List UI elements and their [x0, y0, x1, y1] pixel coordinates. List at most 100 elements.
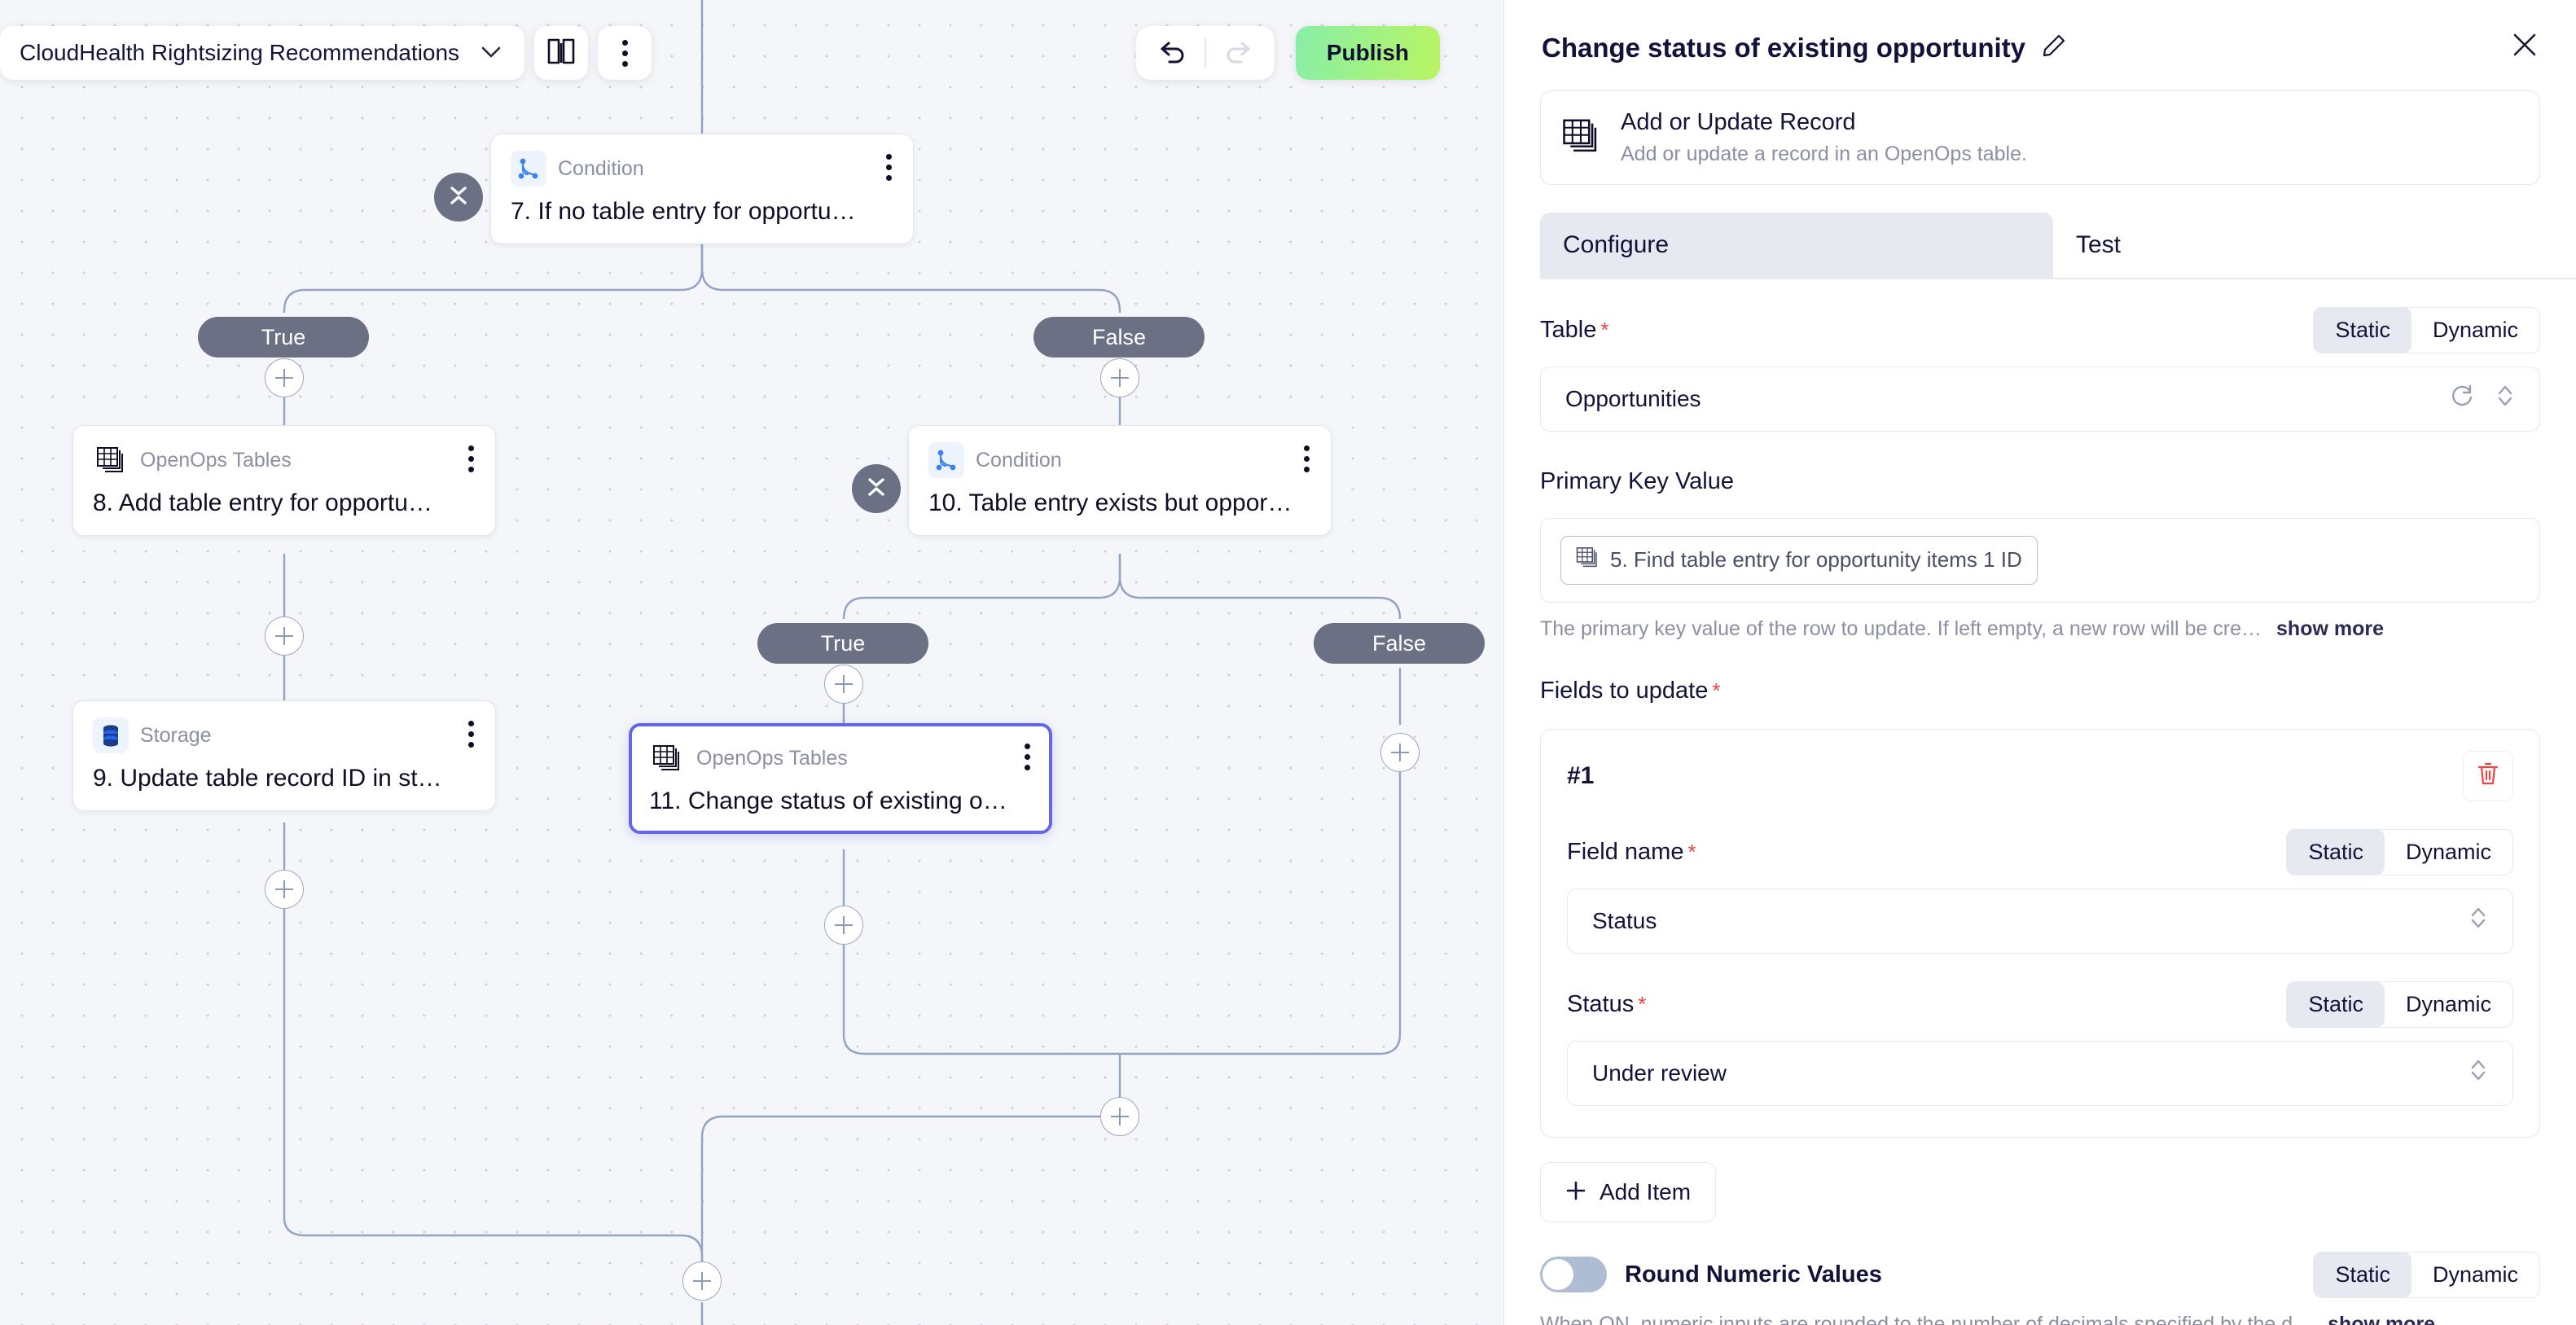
panel-body: Table* Static Dynamic Opportunities — [1504, 306, 2576, 1325]
panel-tabs: Configure Test — [1540, 213, 2576, 278]
add-step-button[interactable] — [1100, 358, 1139, 397]
table-label: Table* — [1540, 316, 1609, 343]
workflow-node-10[interactable]: Condition 10. Table entry exists but opp… — [908, 425, 1332, 536]
primary-key-show-more[interactable]: show more — [2276, 616, 2385, 640]
undo-button[interactable] — [1143, 26, 1205, 80]
status-mode-dynamic[interactable]: Dynamic — [2405, 991, 2491, 1016]
field-name-select[interactable]: Status — [1567, 888, 2513, 954]
docs-button[interactable] — [534, 26, 589, 80]
refresh-icon[interactable] — [2450, 384, 2474, 414]
primary-key-token-text: 5. Find table entry for opportunity item… — [1610, 547, 2022, 572]
round-numeric-toggle[interactable] — [1540, 1257, 1607, 1292]
add-step-button[interactable] — [1380, 733, 1420, 772]
workflow-node-8[interactable]: OpenOps Tables 8. Add table entry for op… — [72, 425, 496, 536]
required-asterisk: * — [1600, 317, 1609, 342]
fields-to-update-row: Fields to update* — [1540, 669, 2540, 714]
workflow-node-9[interactable]: Storage 9. Update table record ID in st… — [72, 700, 496, 811]
add-step-button[interactable] — [824, 906, 863, 945]
round-numeric-mode-static[interactable]: Static — [2314, 1252, 2411, 1297]
field-item-number: #1 — [1567, 761, 1595, 789]
condition-icon — [511, 151, 546, 186]
branch-pill-true[interactable]: True — [198, 317, 369, 358]
piece-info-card: Add or Update Record Add or update a rec… — [1540, 90, 2540, 185]
tab-configure[interactable]: Configure — [1540, 213, 2053, 278]
workflow-node-11[interactable]: OpenOps Tables 11. Change status of exis… — [629, 723, 1052, 834]
undo-icon — [1158, 37, 1189, 69]
status-mode-static[interactable]: Static — [2287, 981, 2385, 1027]
branch-pill-true[interactable]: True — [757, 623, 928, 664]
branch-pill-false[interactable]: False — [1033, 317, 1205, 358]
table-mode-dynamic[interactable]: Dynamic — [2432, 317, 2518, 342]
node-type-label: OpenOps Tables — [140, 448, 292, 472]
node-more-icon[interactable] — [468, 445, 474, 472]
add-step-button[interactable] — [824, 665, 863, 704]
status-select[interactable]: Under review — [1567, 1040, 2513, 1106]
node-title: 7. If no table entry for opportu… — [511, 198, 856, 225]
workflow-name-label: CloudHealth Rightsizing Recommendations — [20, 40, 460, 65]
add-step-button[interactable] — [682, 1261, 722, 1301]
workflow-canvas[interactable]: CloudHealth Rightsizing Recommendations — [0, 0, 1503, 1325]
workflow-node-7[interactable]: Condition 7. If no table entry for oppor… — [490, 134, 914, 244]
add-item-label: Add Item — [1600, 1178, 1692, 1204]
workflow-more-button[interactable] — [598, 26, 652, 80]
primary-key-helper-text: The primary key value of the row to upda… — [1540, 616, 2262, 640]
table-select[interactable]: Opportunities — [1540, 366, 2540, 432]
field-name-label: Field name* — [1567, 838, 1696, 865]
chevron-updown-icon[interactable] — [2495, 383, 2515, 415]
node-title: 11. Change status of existing o… — [649, 788, 1007, 814]
round-numeric-helper-text: When ON, numeric inputs are rounded to t… — [1540, 1312, 2314, 1325]
primary-key-input[interactable]: 5. Find table entry for opportunity item… — [1540, 517, 2540, 603]
plus-icon — [1565, 1179, 1586, 1205]
add-step-button[interactable] — [265, 870, 304, 909]
openops-tables-icon — [649, 740, 685, 776]
round-numeric-show-more[interactable]: show more — [2328, 1312, 2436, 1325]
more-vertical-icon — [621, 39, 628, 67]
book-icon — [546, 37, 576, 69]
chevron-updown-icon[interactable] — [2468, 1057, 2488, 1089]
redo-icon — [1222, 37, 1253, 69]
panel-title: Change status of existing opportunity — [1542, 32, 2026, 63]
chevron-updown-icon[interactable] — [2468, 905, 2488, 937]
undo-redo-group — [1136, 26, 1275, 80]
field-name-mode-segmented: Static Dynamic — [2286, 828, 2513, 875]
table-mode-segmented: Static Dynamic — [2313, 306, 2540, 353]
table-mode-static[interactable]: Static — [2314, 307, 2411, 353]
collapse-branch-button-10[interactable] — [852, 464, 901, 513]
redo-button[interactable] — [1206, 26, 1268, 80]
table-field-row: Table* Static Dynamic — [1540, 306, 2540, 353]
branch-pill-false[interactable]: False — [1314, 623, 1485, 664]
node-more-icon[interactable] — [468, 721, 474, 748]
add-step-button[interactable] — [1100, 1097, 1139, 1136]
primary-key-label: Primary Key Value — [1540, 468, 1734, 494]
close-icon[interactable] — [2511, 31, 2539, 64]
node-header: Condition — [928, 442, 1311, 478]
round-numeric-mode-dynamic[interactable]: Dynamic — [2432, 1261, 2518, 1287]
node-more-icon[interactable] — [1304, 445, 1310, 472]
round-numeric-label: Round Numeric Values — [1625, 1261, 1882, 1288]
collapse-branch-button-7[interactable] — [434, 173, 483, 222]
node-type-label: Storage — [140, 723, 212, 747]
add-step-button[interactable] — [265, 358, 304, 397]
status-row: Status* Static Dynamic — [1567, 981, 2513, 1028]
node-more-icon[interactable] — [886, 154, 892, 181]
add-item-button[interactable]: Add Item — [1540, 1161, 1717, 1222]
field-name-row: Field name* Static Dynamic — [1567, 828, 2513, 875]
delete-field-item-button[interactable] — [2463, 750, 2513, 801]
tabs-divider — [1540, 278, 2576, 279]
tab-test[interactable]: Test — [2076, 231, 2122, 258]
table-select-icons — [2450, 383, 2515, 415]
workflow-name-select[interactable]: CloudHealth Rightsizing Recommendations — [0, 26, 525, 80]
openops-tables-icon — [93, 442, 129, 478]
field-name-mode-dynamic[interactable]: Dynamic — [2405, 839, 2491, 864]
node-title: 8. Add table entry for opportu… — [93, 489, 432, 516]
collapse-branch-icon — [445, 183, 472, 212]
publish-button[interactable]: Publish — [1295, 26, 1440, 80]
field-name-mode-static[interactable]: Static — [2287, 829, 2385, 875]
add-step-button[interactable] — [265, 616, 304, 656]
primary-key-token[interactable]: 5. Find table entry for opportunity item… — [1560, 535, 2038, 585]
node-more-icon[interactable] — [1025, 744, 1030, 770]
panel-title-wrap: Change status of existing opportunity — [1542, 33, 2066, 64]
toggle-knob — [1543, 1259, 1573, 1290]
pencil-icon[interactable] — [2042, 33, 2066, 62]
